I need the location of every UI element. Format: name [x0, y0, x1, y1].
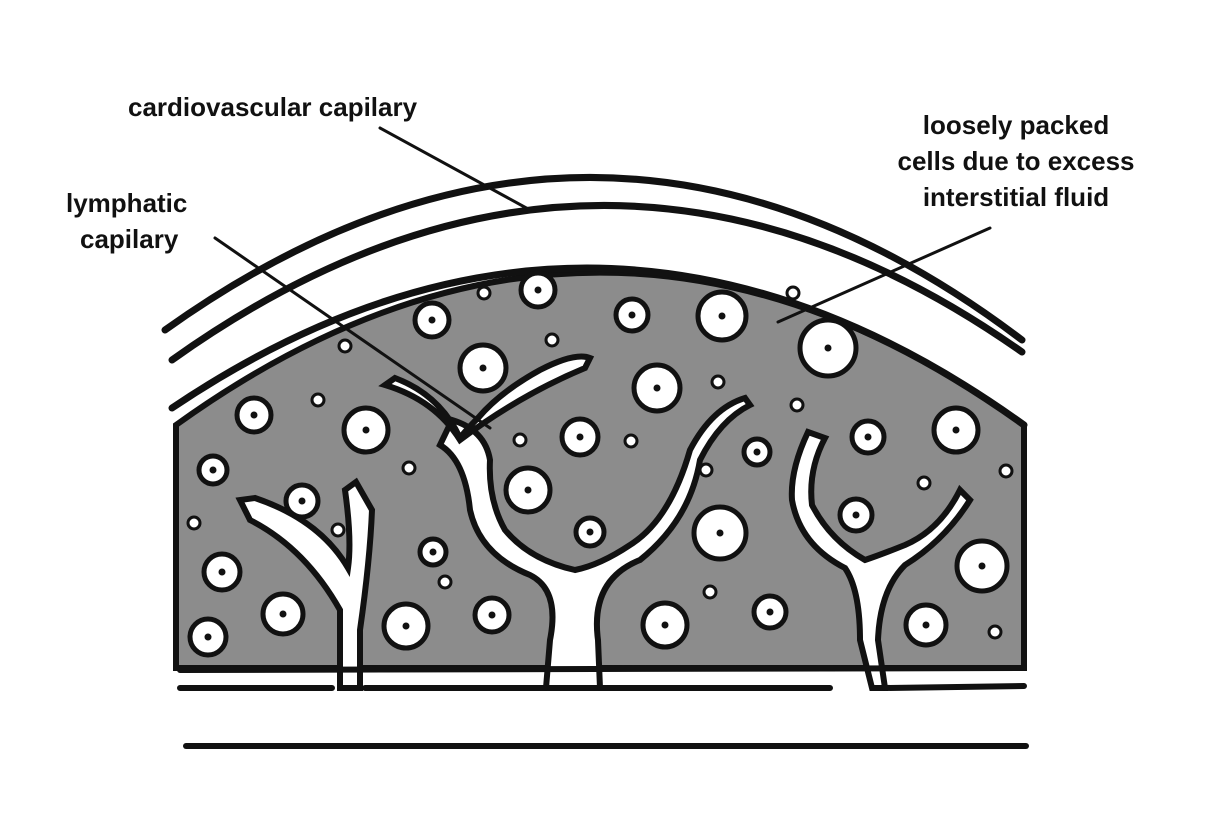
cell-nucleus — [576, 433, 584, 441]
small-particle — [710, 374, 726, 390]
lymph-branch-2 — [378, 353, 755, 691]
cell-nucleus — [766, 608, 774, 616]
small-particle — [401, 460, 417, 476]
cell-nucleus — [661, 621, 669, 629]
cell-nucleus — [524, 486, 532, 494]
label-cells-line3: interstitial fluid — [923, 182, 1109, 212]
interstitial-cells — [186, 270, 1014, 658]
cell-nucleus — [824, 344, 832, 352]
label-cells-line2: cells due to excess — [897, 146, 1134, 176]
lymph-branch-3 — [788, 428, 974, 691]
cell-nucleus — [428, 316, 436, 324]
cell-nucleus — [952, 426, 960, 434]
small-particle — [785, 285, 801, 301]
cell-nucleus — [852, 511, 860, 519]
label-cells-line1: loosely packed — [923, 110, 1109, 140]
cell-nucleus — [922, 621, 930, 629]
label-cardiovascular: cardiovascular capilary — [128, 92, 418, 122]
leader-cardio — [378, 126, 532, 212]
small-particle — [512, 432, 528, 448]
cell-nucleus — [298, 497, 306, 505]
cell-nucleus — [402, 622, 410, 630]
small-particle — [330, 522, 346, 538]
small-particle — [623, 433, 639, 449]
cell-nucleus — [209, 466, 217, 474]
small-particle — [987, 624, 1003, 640]
small-particle — [789, 397, 805, 413]
label-lymphatic-line1: lymphatic — [66, 188, 187, 218]
lymphatic-capillaries — [235, 353, 974, 691]
cell-nucleus — [218, 568, 226, 576]
cell-nucleus — [753, 448, 761, 456]
cardiovascular-capillary — [161, 174, 1028, 429]
cell-nucleus — [716, 529, 724, 537]
small-particle — [186, 515, 202, 531]
small-particle — [437, 574, 453, 590]
cell-nucleus — [204, 633, 212, 641]
cell-nucleus — [362, 426, 370, 434]
small-particle — [310, 392, 326, 408]
small-particle — [702, 584, 718, 600]
leader-lymph — [213, 236, 492, 430]
leader-lines — [213, 126, 992, 430]
lymph-branch-1 — [235, 477, 376, 691]
cell-nucleus — [864, 433, 872, 441]
tissue-base — [177, 665, 1029, 749]
small-particle — [544, 332, 560, 348]
cell-nucleus — [653, 384, 661, 392]
cell-nucleus — [250, 411, 258, 419]
cell-nucleus — [978, 562, 986, 570]
small-particle — [337, 338, 353, 354]
small-particle — [998, 463, 1014, 479]
cell-nucleus — [628, 311, 636, 319]
label-lymphatic-line2: capilary — [80, 224, 179, 254]
cell-nucleus — [718, 312, 726, 320]
cell-nucleus — [586, 528, 594, 536]
cell-nucleus — [534, 286, 542, 294]
leader-cells — [776, 226, 992, 324]
cell-nucleus — [279, 610, 287, 618]
small-particle — [476, 285, 492, 301]
cell-nucleus — [488, 611, 496, 619]
small-particle — [916, 475, 932, 491]
cell-nucleus — [429, 548, 437, 556]
cell-nucleus — [479, 364, 487, 372]
